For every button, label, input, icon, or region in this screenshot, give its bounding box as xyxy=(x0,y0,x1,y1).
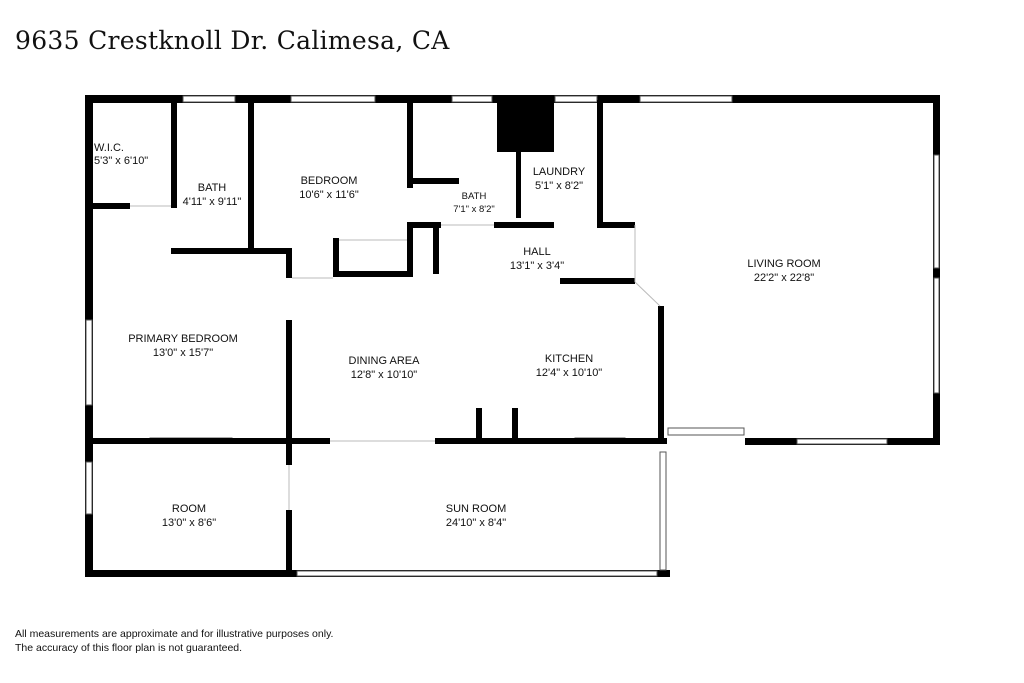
room-dims-living-room: 22'2" x 22'8" xyxy=(754,272,814,284)
room-name-room: ROOM xyxy=(172,503,206,515)
room-dims-hall: 13'1" x 3'4" xyxy=(510,260,564,272)
disclaimer-line-1: All measurements are approximate and for… xyxy=(15,628,334,640)
room-labels: W.I.C. 5'3" x 6'10" BATH 4'11" x 9'11" B… xyxy=(94,142,821,529)
room-dims-bath-2: 7'1" x 8'2" xyxy=(453,204,495,215)
room-name-kitchen: KITCHEN xyxy=(545,353,593,365)
room-dims-bath-1: 4'11" x 9'11" xyxy=(183,196,242,208)
interior-walls xyxy=(90,100,667,572)
disclaimer-line-2: The accuracy of this floor plan is not g… xyxy=(15,642,243,654)
room-name-sun-room: SUN ROOM xyxy=(446,503,507,515)
disclaimer: All measurements are approximate and for… xyxy=(15,627,333,655)
room-name-primary-bedroom: PRIMARY BEDROOM xyxy=(128,333,238,345)
room-dims-primary-bedroom: 13'0" x 15'7" xyxy=(153,347,213,359)
room-dims-dining-area: 12'8" x 10'10" xyxy=(351,369,418,381)
room-name-wic: W.I.C. xyxy=(94,142,124,154)
room-dims-kitchen: 12'4" x 10'10" xyxy=(536,367,603,379)
room-name-bath-1: BATH xyxy=(198,182,227,194)
room-name-living-room: LIVING ROOM xyxy=(747,258,820,270)
room-name-hall: HALL xyxy=(523,246,551,258)
room-name-bath-2: BATH xyxy=(462,191,487,202)
openings xyxy=(130,205,661,510)
room-name-laundry: LAUNDRY xyxy=(533,166,586,178)
windows xyxy=(85,95,940,577)
room-dims-laundry: 5'1" x 8'2" xyxy=(535,180,583,192)
room-dims-bedroom: 10'6" x 11'6" xyxy=(299,189,359,201)
plan-title: 9635 Crestknoll Dr. Calimesa, CA xyxy=(15,26,450,55)
room-dims-wic: 5'3" x 6'10" xyxy=(94,155,148,167)
room-name-bedroom: BEDROOM xyxy=(301,175,358,187)
room-dims-room: 13'0" x 8'6" xyxy=(162,517,216,529)
room-dims-sun-room: 24'10" x 8'4" xyxy=(446,517,506,529)
room-name-dining-area: DINING AREA xyxy=(349,355,421,367)
